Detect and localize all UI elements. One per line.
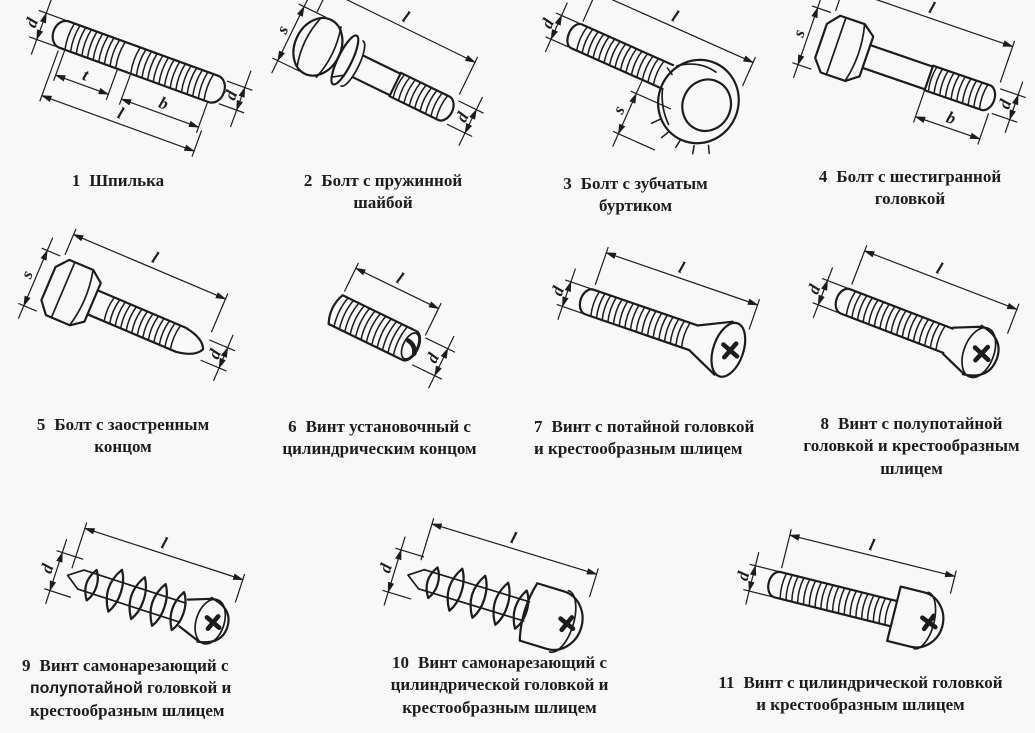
item-title-line2: головкой и крестообразным xyxy=(803,436,1020,456)
item-number: 11 xyxy=(718,673,735,692)
figure-hex-head-bolt: l s d b xyxy=(785,0,1035,170)
self-tapping-raised-head-screw-drawing: l d xyxy=(37,522,246,645)
caption-8: 8 Винт с полупотайной головкой и крестооб… xyxy=(788,413,1035,480)
figure-pan-head-machine-screw: l d xyxy=(725,528,1005,658)
item-title-line2-alt: полупотайной xyxy=(30,680,143,698)
dim-label-d: d xyxy=(733,569,754,582)
dim-label-l: l xyxy=(927,0,938,17)
figure-spring-washer-bolt: l s d xyxy=(268,0,513,172)
item-number: 10 xyxy=(392,653,409,672)
item-title: Винт с цилиндрической головкой xyxy=(743,673,1003,692)
dim-label-l: l xyxy=(676,258,687,278)
item-title-line3: шлицем xyxy=(880,458,943,478)
item-title: Винт с полупотайной xyxy=(838,414,1003,433)
dim-label-d: d xyxy=(547,283,568,298)
self-tapping-pan-head-screw-drawing: l d xyxy=(375,517,599,654)
dim-label-d: d xyxy=(21,15,42,30)
caption-4: 4 Болт с шестигранной головкой xyxy=(795,166,1025,211)
item-title: Болт с заостренным xyxy=(54,415,210,434)
figure-self-tapping-pan-head-screw: l d xyxy=(362,517,642,656)
figure-serrated-flange-bolt: l d s xyxy=(525,0,775,172)
caption-7: 7 Винт с потайной головкой и крестообразн… xyxy=(534,416,799,461)
dim-label-b: b xyxy=(156,93,170,114)
item-number: 7 xyxy=(534,417,543,436)
dim-label-d: d xyxy=(204,346,225,362)
caption-10: 10 Винт самонарезающий с цилиндрической г… xyxy=(352,652,647,719)
dim-label-l: l xyxy=(149,248,161,267)
item-title: Болт с зубчатым xyxy=(580,174,708,193)
dim-label-l: l xyxy=(159,533,170,553)
pointed-end-bolt-drawing: l s d xyxy=(16,228,236,382)
dim-label-l: l xyxy=(508,528,518,548)
figure-countersunk-screw: l d xyxy=(535,246,793,416)
hex-head-bolt-drawing: l s d b xyxy=(788,0,1026,145)
dim-label-d: d xyxy=(422,350,443,366)
dim-label-d: d xyxy=(804,281,825,296)
figure-raised-countersunk-screw: l d xyxy=(792,245,1035,420)
item-title: Винт с потайной головкой xyxy=(551,417,755,436)
serrated-flange-bolt-drawing: l d s xyxy=(537,0,757,155)
item-number: 6 xyxy=(288,417,297,436)
caption-1: 1 Шпилька xyxy=(18,170,218,192)
dim-label-l: l xyxy=(934,259,945,279)
item-title-line2: шайбой xyxy=(353,193,413,213)
pan-head-machine-screw-drawing: l d xyxy=(733,529,957,650)
dim-label-s: s xyxy=(272,22,293,38)
dim-label-d: d xyxy=(375,561,396,575)
caption-5: 5 Болт с заостренным концом xyxy=(8,414,238,459)
item-title: Винт самонарезающий с xyxy=(39,656,229,675)
item-title-line2: головкой xyxy=(874,189,946,209)
item-title: Болт с пружинной xyxy=(321,171,463,190)
dim-label-t: t xyxy=(80,65,92,85)
dim-label-l: l xyxy=(394,269,407,288)
stud-drawing: d d t b l xyxy=(21,0,253,157)
caption-3: 3 Болт с зубчатым буртиком xyxy=(538,173,733,218)
item-number: 4 xyxy=(818,167,828,186)
caption-11: 11 Винт с цилиндрической головкой и крест… xyxy=(688,672,1033,717)
dim-label-l: l xyxy=(115,103,126,123)
item-title: Болт с шестигранной xyxy=(836,167,1002,186)
countersunk-screw-drawing: l d xyxy=(547,246,761,378)
dim-label-l: l xyxy=(867,535,876,555)
item-number: 3 xyxy=(563,174,572,193)
dim-label-s: s xyxy=(608,103,629,118)
figure-self-tapping-raised-head-screw: l d xyxy=(25,522,290,658)
caption-9: 9 Винт самонарезающий с полупотайной голо… xyxy=(22,655,272,722)
figure-stud: d d t b l xyxy=(2,0,253,168)
figure-pointed-end-bolt: l s d xyxy=(10,228,260,416)
dim-label-d: d xyxy=(452,109,473,125)
item-title: Винт самонарезающий с xyxy=(418,653,607,672)
dim-label-s: s xyxy=(16,267,37,282)
item-title: Винт установочный с xyxy=(305,417,471,436)
item-number: 5 xyxy=(36,415,46,434)
item-title-line2: буртиком xyxy=(598,196,673,216)
caption-6: 6 Винт установочный с цилиндрическим конц… xyxy=(252,416,507,461)
dim-label-d: d xyxy=(995,97,1016,112)
item-number: 1 xyxy=(71,171,81,190)
item-title-line2: и крестообразным шлицем xyxy=(756,695,965,715)
item-title-line2: концом xyxy=(94,437,152,457)
spring-washer-bolt-drawing: l s d xyxy=(271,0,484,146)
dim-label-d: d xyxy=(37,561,58,575)
set-screw-drawing: l d xyxy=(327,262,456,389)
item-number: 2 xyxy=(303,171,313,190)
dim-label-b: b xyxy=(944,108,958,129)
item-number: 8 xyxy=(820,414,830,433)
dim-label-l: l xyxy=(400,7,413,26)
dim-label-d: d xyxy=(537,15,558,31)
item-title-line3: крестообразным шлицем xyxy=(30,700,225,720)
caption-2: 2 Болт с пружинной шайбой xyxy=(278,170,488,215)
dim-label-d: d xyxy=(220,88,241,103)
item-title-line3: крестообразным шлицем xyxy=(402,697,597,717)
item-title-line2: цилиндрической головкой и xyxy=(390,675,609,695)
item-title-line2: и крестообразным шлицем xyxy=(534,439,743,459)
item-number: 9 xyxy=(22,656,31,675)
raised-countersunk-screw-drawing: l d xyxy=(804,245,1020,379)
figure-set-screw: l d xyxy=(258,250,488,415)
dim-label-l: l xyxy=(669,7,681,26)
item-title-line2: цилиндрическим концом xyxy=(282,439,477,459)
item-title-line2-rest: головкой и xyxy=(147,678,232,698)
dim-label-s: s xyxy=(788,27,809,41)
item-title: Шпилька xyxy=(89,171,165,190)
